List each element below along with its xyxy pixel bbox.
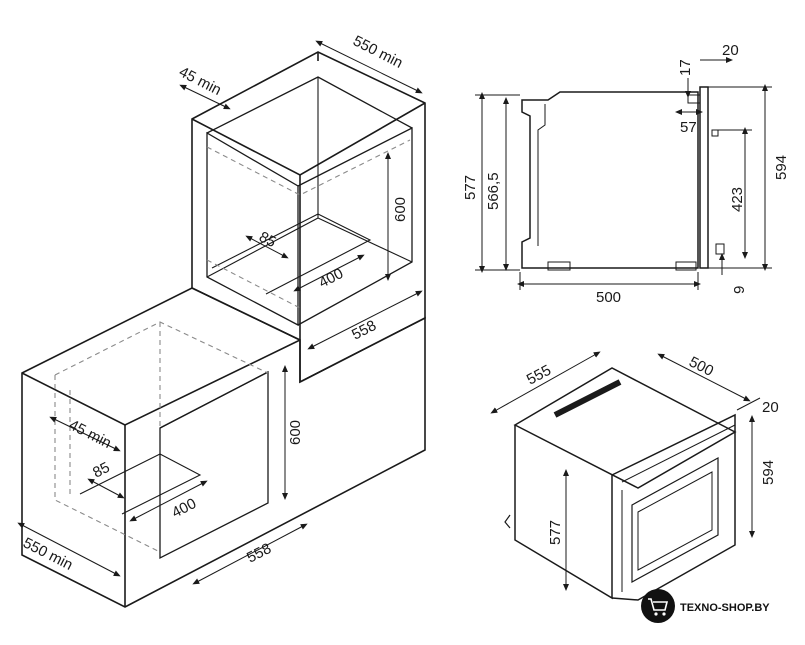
cart-icon [641, 589, 675, 623]
upper-vent [211, 213, 372, 295]
upper-cabinet-outline [191, 51, 426, 384]
label-lower-vent-depth: 400 [169, 495, 199, 522]
label-upper-height: 600 [392, 197, 409, 222]
oven-side-body [521, 91, 699, 269]
label-lower-height: 600 [287, 420, 304, 445]
label-iso-500: 500 [686, 353, 716, 380]
label-upper-vent: 85 [256, 228, 279, 251]
brand-name: TEXNO-SHOP.BY [680, 602, 770, 614]
label-iso-594: 594 [760, 460, 777, 485]
label-side-17: 17 [677, 59, 694, 76]
label-upper-vent-depth: 400 [316, 265, 346, 292]
label-side-566: 566,5 [485, 172, 502, 210]
iso-oven [504, 367, 737, 601]
side-dimension-lines [475, 57, 772, 290]
label-side-20: 20 [722, 42, 739, 59]
label-side-9: 9 [731, 286, 748, 294]
label-side-57: 57 [680, 119, 697, 136]
label-side-577: 577 [462, 175, 479, 200]
label-lower-vent: 85 [90, 459, 113, 482]
upper-niche [206, 131, 299, 327]
label-upper-gap: 45 min [176, 63, 224, 99]
label-side-423: 423 [729, 187, 746, 212]
brand-logo: TEXNO-SHOP.BY [641, 589, 770, 623]
label-upper-width: 550 min [350, 32, 405, 71]
label-side-594: 594 [773, 155, 790, 180]
label-iso-555: 555 [524, 362, 554, 389]
oven-front-panel [699, 86, 709, 269]
label-iso-577: 577 [547, 520, 564, 545]
side-labels: 577 566,5 500 17 20 57 423 594 9 [462, 42, 790, 306]
iso-front [611, 413, 736, 601]
left-labels: 550 min 45 min 600 85 400 558 600 45 min… [20, 32, 409, 573]
hidden-lines [54, 139, 411, 553]
side-view [521, 86, 725, 271]
iso-door-window [631, 456, 719, 584]
iso-dimension-lines [490, 351, 761, 591]
iso-side [514, 425, 613, 600]
iso-vent-slot [553, 379, 622, 418]
label-iso-20: 20 [762, 399, 779, 416]
label-side-500: 500 [596, 289, 621, 306]
left-dimension-lines [17, 40, 423, 585]
label-lower-gap: 45 min [66, 416, 114, 452]
label-upper-depth: 558 [349, 317, 379, 344]
iso-top [513, 367, 737, 489]
